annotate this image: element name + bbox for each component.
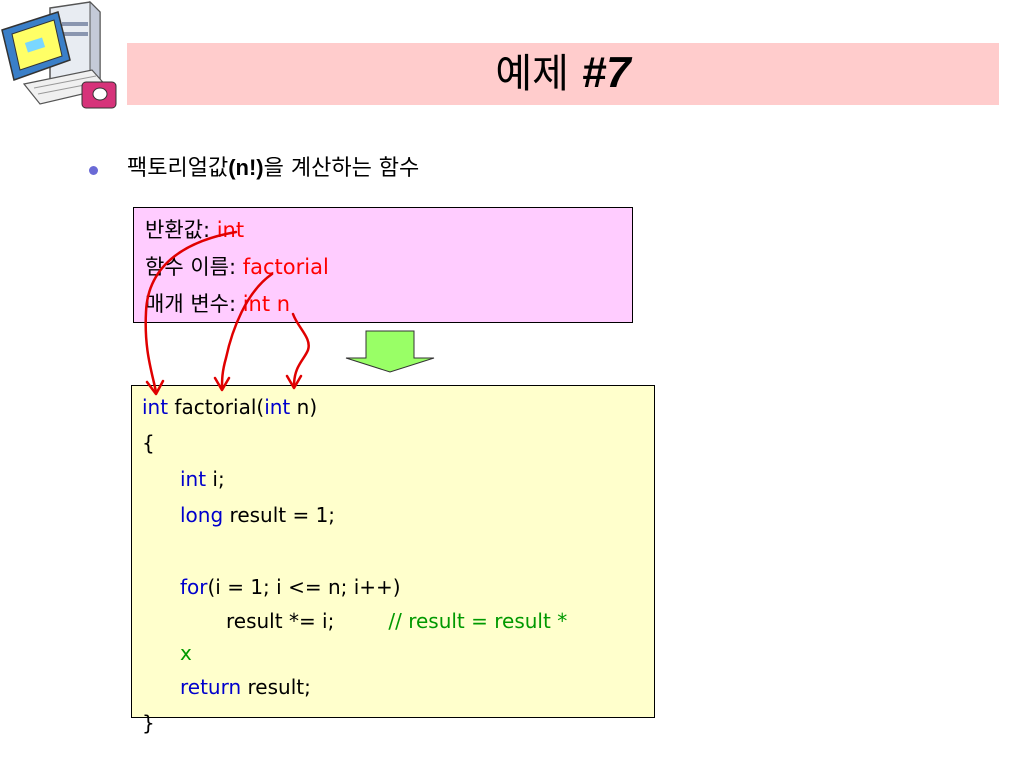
- info-value: int: [216, 218, 245, 242]
- code-text: {: [142, 431, 155, 455]
- code-keyword: int: [142, 395, 169, 419]
- code-box: [131, 385, 655, 718]
- title-main: 예제: [495, 51, 582, 97]
- title-bar: 예제 #7: [127, 43, 999, 105]
- code-text: result;: [241, 675, 311, 699]
- info-value: factorial: [242, 255, 329, 279]
- info-label: 함수 이름:: [145, 255, 243, 279]
- code-line: return result;: [142, 669, 642, 705]
- code-text: result = 1;: [223, 503, 336, 527]
- info-return-type: 반환값: int: [145, 212, 632, 249]
- code-keyword: for: [180, 575, 208, 599]
- code-keyword: long: [180, 503, 224, 527]
- code-keyword: int: [180, 467, 207, 491]
- bullet-text-post: 을 계산하는 함수: [263, 156, 420, 181]
- code-text: factorial(: [168, 395, 265, 419]
- code-line: x: [142, 637, 642, 669]
- code-text: n): [290, 395, 318, 419]
- code-line: {: [142, 425, 642, 461]
- code-text: }: [142, 711, 155, 735]
- code-text: (i = 1; i <= n; i++): [207, 575, 401, 599]
- info-parameter: 매개 변수: int n: [145, 286, 632, 323]
- info-label: 반환값:: [145, 218, 217, 242]
- code-keyword: return: [180, 675, 242, 699]
- bullet-text-em: (n!): [228, 155, 264, 180]
- code-keyword: int: [264, 395, 291, 419]
- code-block: int factorial(int n) { int i; long resul…: [142, 389, 642, 741]
- title-number: #7: [581, 48, 631, 97]
- page-title: 예제 #7: [127, 49, 999, 98]
- bullet-dot-icon: [89, 166, 98, 175]
- code-line: int factorial(int n): [142, 389, 642, 425]
- info-label: 매개 변수:: [145, 292, 243, 316]
- bullet-item: 팩토리얼값(n!)을 계산하는 함수: [127, 152, 419, 185]
- code-comment: x: [180, 641, 192, 665]
- code-line: for(i = 1; i <= n; i++): [142, 569, 642, 605]
- code-blank-line: [142, 533, 642, 569]
- code-line: }: [142, 705, 642, 741]
- code-line: int i;: [142, 461, 642, 497]
- code-line: result *= i; // result = result *: [142, 605, 642, 637]
- info-value: int n: [242, 292, 291, 316]
- bullet-text-pre: 팩토리얼값: [127, 156, 229, 181]
- parameter-arrow: [291, 312, 310, 388]
- info-function-name: 함수 이름: factorial: [145, 249, 632, 286]
- code-line: long result = 1;: [142, 497, 642, 533]
- down-arrow-icon: [345, 330, 435, 373]
- function-info-box: 반환값: int 함수 이름: factorial 매개 변수: int n: [133, 207, 633, 323]
- computer-icon: [1, 0, 117, 109]
- code-comment: // result = result *: [388, 609, 568, 633]
- code-text: result *= i;: [226, 609, 335, 633]
- code-text: i;: [206, 467, 225, 491]
